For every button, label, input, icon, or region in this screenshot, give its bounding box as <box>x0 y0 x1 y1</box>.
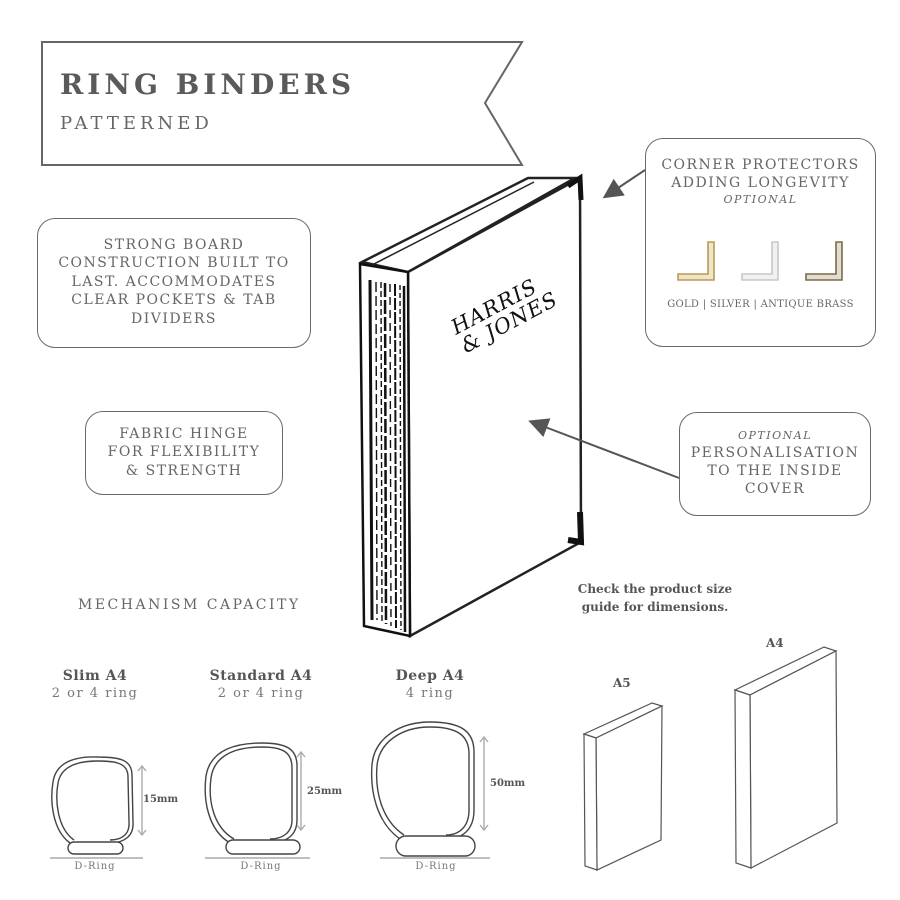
mechanism-title: Deep A4 <box>395 668 465 684</box>
deep-height-indicator <box>479 735 489 832</box>
corner-protectors-callout: CORNER PROTECTORS ADDING LONGEVITY OPTIO… <box>645 138 876 347</box>
callout-line: STRONG BOARD <box>103 237 245 253</box>
deep-d-ring-icon <box>370 721 490 859</box>
callout-line: CORNER PROTECTORS <box>661 157 860 173</box>
page-subtitle: PATTERNED <box>60 113 213 134</box>
finish-options: GOLD | SILVER | ANTIQUE BRASS <box>667 299 854 310</box>
size-guide-note: Check the product size guide for dimensi… <box>560 580 750 616</box>
mechanism-title: Standard A4 <box>209 668 313 684</box>
fabric-hinge-texture <box>368 279 407 633</box>
personalisation-callout: OPTIONAL PERSONALISATION TO THE INSIDE C… <box>679 412 871 516</box>
note-line: Check the product size <box>577 582 733 596</box>
a5-label: A5 <box>613 676 631 690</box>
standard-height-indicator <box>296 750 306 832</box>
gold-corner-icon <box>677 241 715 281</box>
slim-d-ring-icon <box>50 756 143 859</box>
page-title: RING BINDERS <box>60 68 356 101</box>
callout-line: CLEAR POCKETS & TAB <box>71 292 277 309</box>
callout-line: FOR FLEXIBILITY <box>107 444 261 461</box>
ring-type-label: D-Ring <box>415 861 457 872</box>
callout-line: FABRIC HINGE <box>119 426 249 442</box>
callout-line: COVER <box>744 481 806 498</box>
antique-brass-corner-icon <box>805 241 843 281</box>
mechanism-rings: 2 or 4 ring <box>217 686 305 701</box>
mechanism-heading: MECHANISM CAPACITY <box>78 597 301 613</box>
callout-line: DIVIDERS <box>131 310 217 327</box>
capacity-label: 25mm <box>307 786 343 797</box>
callout-line: TO THE INSIDE <box>707 462 843 479</box>
capacity-label: 50mm <box>490 778 526 789</box>
callout-line: CONSTRUCTION BUILT TO <box>58 255 290 272</box>
capacity-label: 15mm <box>143 794 179 805</box>
callout-line: LAST. ACCOMMODATES <box>71 273 277 290</box>
callout-line: ADDING LONGEVITY <box>671 175 850 192</box>
optional-label: OPTIONAL <box>738 429 812 442</box>
mechanism-rings: 4 ring <box>405 686 455 701</box>
callout-line: PERSONALISATION <box>690 444 860 461</box>
mechanism-rings: 2 or 4 ring <box>51 686 139 701</box>
a4-binder-icon <box>733 646 838 869</box>
ring-type-label: D-Ring <box>240 861 282 872</box>
optional-label: OPTIONAL <box>723 192 798 206</box>
fabric-hinge-callout: FABRIC HINGE FOR FLEXIBILITY & STRENGTH <box>85 411 283 495</box>
callout-line: & STRENGTH <box>125 462 243 479</box>
silver-corner-icon <box>741 241 779 281</box>
standard-d-ring-icon <box>204 742 310 859</box>
board-construction-callout: STRONG BOARD CONSTRUCTION BUILT TO LAST.… <box>37 218 311 348</box>
corner-swatches <box>677 241 843 281</box>
ring-type-label: D-Ring <box>74 861 116 872</box>
a4-label: A4 <box>766 636 784 650</box>
mechanism-title: Slim A4 <box>62 668 128 684</box>
a5-binder-icon <box>582 702 664 871</box>
slim-height-indicator <box>137 764 147 837</box>
note-line: guide for dimensions. <box>581 600 729 614</box>
